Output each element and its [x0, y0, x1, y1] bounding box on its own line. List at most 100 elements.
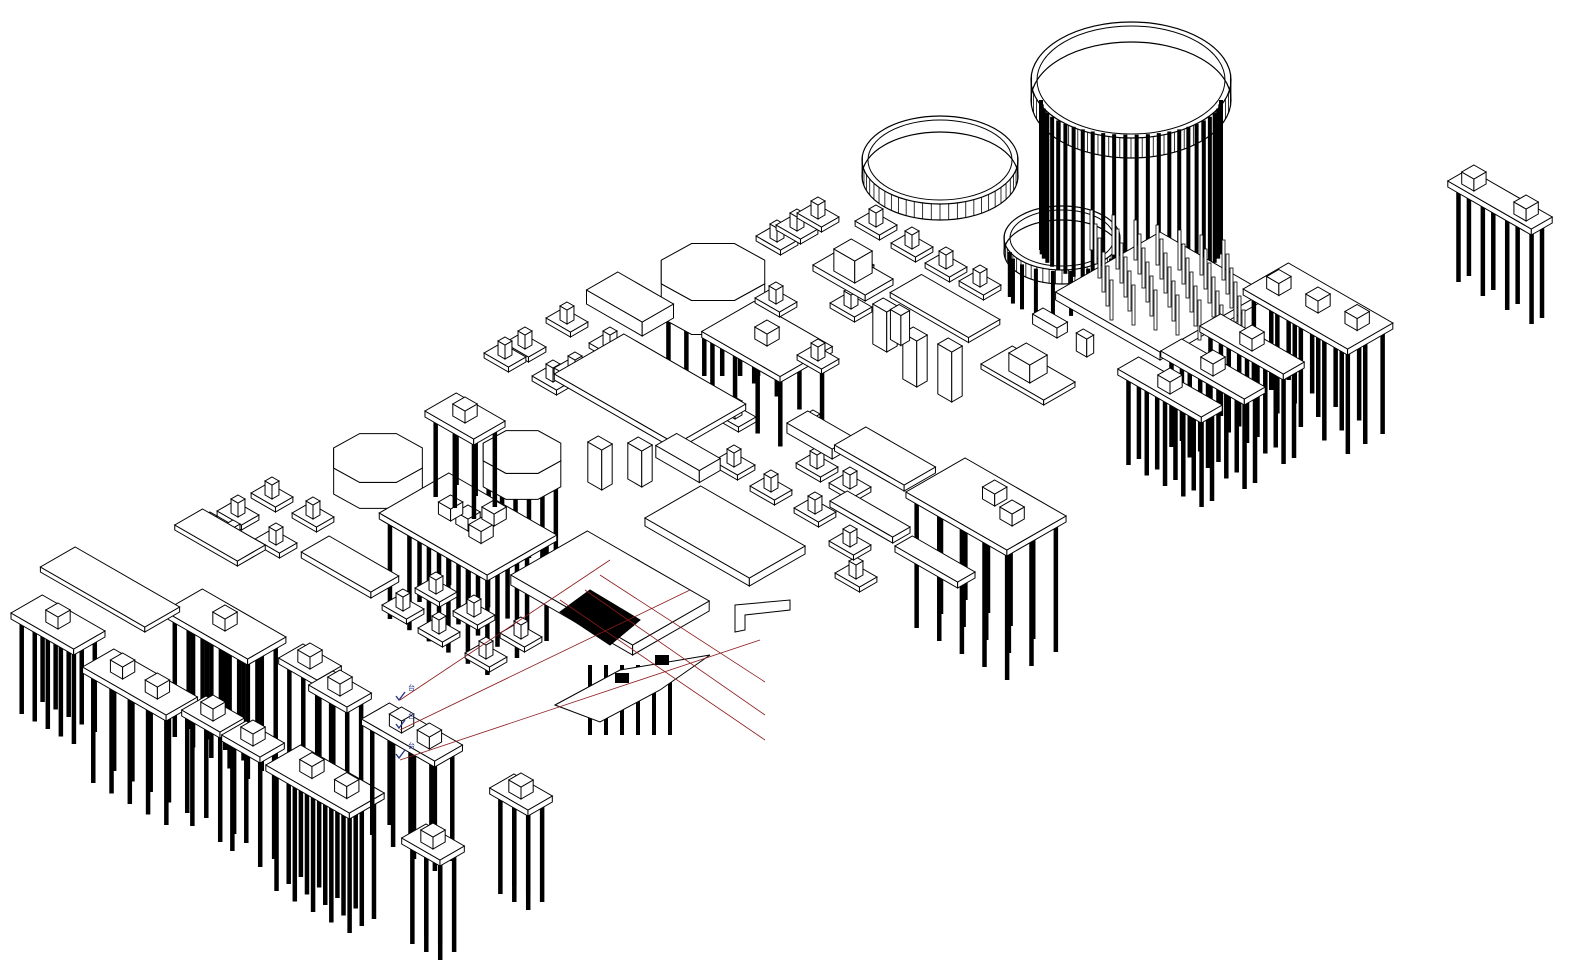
pile — [684, 306, 689, 376]
pile — [410, 844, 415, 944]
pile — [186, 609, 191, 729]
pile — [190, 627, 196, 748]
pile — [668, 665, 672, 735]
pile — [1286, 275, 1291, 380]
section-line — [599, 574, 766, 683]
pile — [79, 629, 84, 725]
pile — [446, 552, 451, 653]
frame-base-top-face — [643, 485, 807, 579]
pile-cap-top-face — [904, 457, 1068, 551]
pile — [310, 792, 316, 912]
dowel — [1229, 267, 1234, 309]
pile — [329, 802, 334, 923]
pile — [200, 601, 205, 721]
pile — [1263, 363, 1268, 454]
column-c-front-face — [937, 343, 953, 403]
dowel — [1109, 279, 1114, 321]
pedestal-top-face — [298, 751, 326, 768]
octagon-top — [660, 243, 766, 301]
pedestal-top-face — [239, 719, 267, 735]
footing-pier-top-face — [842, 524, 858, 534]
dowel — [1127, 270, 1132, 312]
dowel — [1111, 214, 1116, 256]
footing-pier-top-face — [513, 616, 529, 626]
pile — [91, 673, 96, 783]
dowel — [1145, 261, 1150, 303]
dowel — [1225, 253, 1230, 295]
pile — [1216, 372, 1221, 462]
pile — [190, 716, 195, 826]
pile-cap-center-right — [904, 457, 1068, 680]
footing-pier-top-face — [938, 246, 954, 256]
footing-pier-top-face — [230, 494, 246, 504]
footing-pier-top-face — [768, 281, 784, 291]
pile — [1144, 385, 1150, 476]
footing-pier-top-face — [972, 264, 988, 274]
pile — [130, 671, 135, 782]
octagon-top — [482, 430, 562, 474]
pile — [255, 632, 260, 753]
pile — [1224, 388, 1229, 479]
dowel — [1133, 219, 1138, 261]
frame-c-top-face — [300, 535, 400, 593]
block-h-top-face — [654, 432, 722, 472]
pile — [371, 799, 377, 919]
pile — [344, 707, 350, 817]
pile — [1173, 390, 1178, 480]
pit-base — [553, 654, 711, 723]
pile — [1053, 522, 1059, 652]
pile — [1234, 382, 1239, 473]
footing-pier-top-face — [466, 594, 482, 604]
small-footing — [291, 496, 335, 533]
pile — [475, 535, 481, 636]
pile-cap-left-h — [264, 744, 386, 933]
pile — [1273, 357, 1278, 448]
pile — [1007, 252, 1012, 297]
annotation-label: 台 — [408, 741, 415, 750]
pile — [1515, 209, 1520, 304]
annotation-label: 台 — [408, 711, 415, 720]
dowel — [1089, 209, 1094, 251]
pile-cap-left-e — [307, 669, 373, 817]
footing-pier-top-face — [431, 611, 447, 621]
pile — [710, 337, 715, 408]
pile — [485, 575, 490, 675]
pile — [1216, 108, 1221, 259]
pile — [1333, 302, 1338, 407]
octagon-foundation-b — [333, 433, 423, 509]
post-b-top-face — [1031, 307, 1069, 329]
pile-cap-right-d — [1116, 356, 1224, 507]
pile — [450, 751, 455, 861]
pedestal-top-face — [326, 669, 354, 685]
pile — [1309, 288, 1315, 394]
pile-cap-left-c — [81, 648, 199, 825]
pile — [301, 656, 306, 766]
pile — [492, 427, 498, 507]
pile — [436, 513, 442, 614]
pile — [127, 694, 133, 804]
pile-cap-far-right — [1446, 164, 1554, 324]
dowel — [1203, 248, 1208, 290]
footing-pier-top-face — [868, 204, 884, 214]
pile — [1167, 131, 1172, 282]
pile-cap-left-a — [10, 594, 106, 744]
pile — [408, 727, 413, 837]
pile — [1316, 312, 1321, 417]
pile — [287, 664, 292, 774]
pile — [298, 757, 304, 877]
pedestal-top-face — [1343, 303, 1371, 320]
perforated-slab-top-face — [889, 273, 1001, 339]
pile — [1356, 315, 1362, 421]
small-footing — [796, 196, 840, 233]
footing-pier-top-face — [602, 326, 618, 336]
pile-cap-left-i — [360, 702, 464, 871]
pile — [1504, 215, 1510, 310]
pile — [257, 757, 263, 867]
section-line — [399, 639, 761, 761]
dowel — [1137, 233, 1142, 275]
pile — [164, 715, 169, 825]
pit-slab-top-face — [509, 530, 711, 646]
pile — [353, 788, 358, 909]
pedestal-top-face — [1460, 164, 1488, 180]
